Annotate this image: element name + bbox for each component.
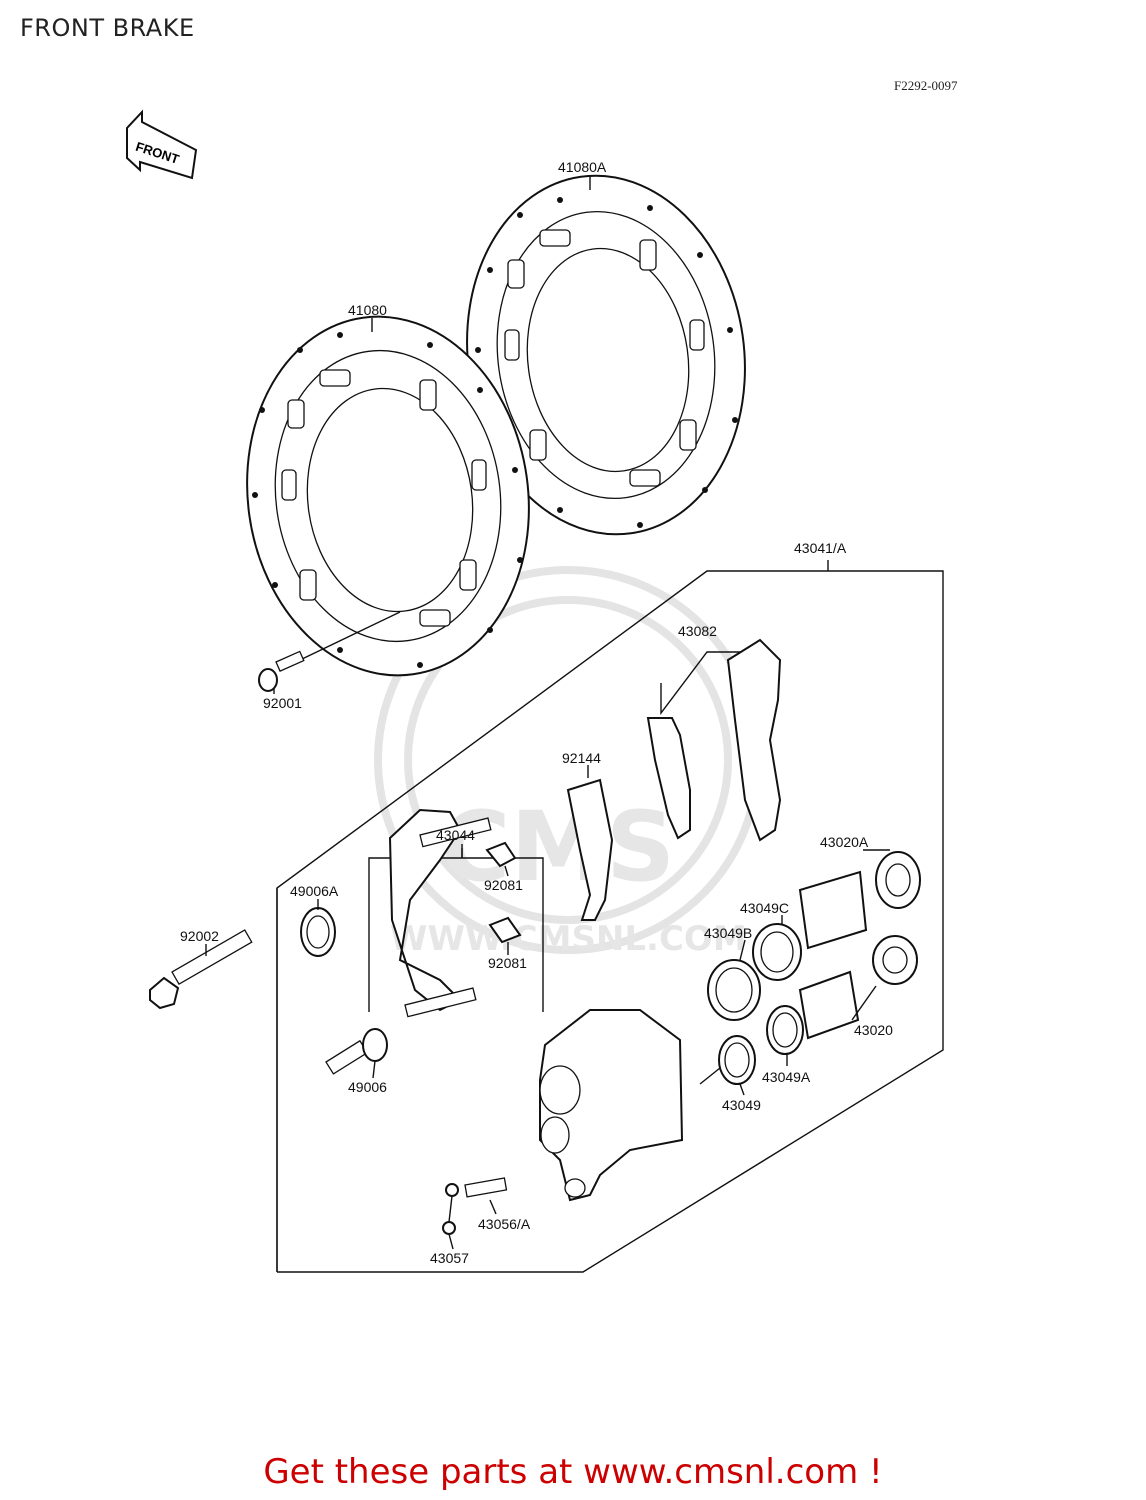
screw-92001 <box>258 611 401 692</box>
page-title: FRONT BRAKE <box>20 14 195 42</box>
boot-49006a <box>300 907 336 957</box>
seal-43049a <box>766 1005 804 1055</box>
label-43049: 43049 <box>722 1097 761 1113</box>
label-43082: 43082 <box>678 623 717 639</box>
label-92001: 92001 <box>263 695 302 711</box>
label-43044: 43044 <box>436 827 475 843</box>
exploded-parts-diagram: CMS WWW.CMSNL.COM FRONT <box>126 109 944 1273</box>
caliper-assembly-outline <box>276 560 944 1273</box>
label-43049a: 43049A <box>762 1069 811 1085</box>
cap-43057 <box>442 1183 459 1235</box>
seal-43049 <box>718 1035 756 1085</box>
label-92144: 92144 <box>562 750 601 766</box>
label-43049c: 43049C <box>740 900 789 916</box>
caliper-holder-43044 <box>368 808 544 1018</box>
cta-link[interactable]: Get these parts at www.cmsnl.com ! <box>263 1452 883 1492</box>
leader-lines <box>205 176 877 1250</box>
label-43049b: 43049B <box>704 925 752 941</box>
clip-92081-lower <box>488 916 522 944</box>
diagram-code: F2292-0097 <box>894 78 958 93</box>
seal-43049b <box>707 959 761 1021</box>
seal-43049c <box>752 923 802 981</box>
label-92081-upper: 92081 <box>484 877 523 893</box>
label-49006a: 49006A <box>290 883 339 899</box>
label-92081-lower: 92081 <box>488 955 527 971</box>
brake-disc-41080 <box>246 315 530 677</box>
pin-49006 <box>325 1028 388 1075</box>
watermark-url: WWW.CMSNL.COM <box>390 919 747 959</box>
label-41080: 41080 <box>348 302 387 318</box>
label-43056a: 43056/A <box>478 1216 531 1232</box>
brake-pads-43082 <box>646 638 782 842</box>
bolt-92002 <box>149 929 253 1010</box>
label-41080a: 41080A <box>558 159 607 175</box>
brake-disc-41080a <box>466 174 746 536</box>
clip-92081-upper <box>485 841 517 868</box>
part-labels: 41080A 41080 43041/A 43082 92001 92144 4… <box>180 159 893 1266</box>
label-49006: 49006 <box>348 1079 387 1095</box>
label-43020a: 43020A <box>820 834 869 850</box>
watermark-text: CMS <box>440 791 675 903</box>
caliper-body <box>539 1009 721 1202</box>
piston-43020a <box>798 849 921 950</box>
front-arrow-icon: FRONT <box>126 109 198 180</box>
spring-92144 <box>566 765 614 921</box>
label-92002: 92002 <box>180 928 219 944</box>
label-43020: 43020 <box>854 1022 893 1038</box>
piston-43020 <box>798 935 918 1040</box>
bleed-valve-43056a <box>464 1177 508 1198</box>
label-43057: 43057 <box>430 1250 469 1266</box>
label-43041a: 43041/A <box>794 540 847 556</box>
